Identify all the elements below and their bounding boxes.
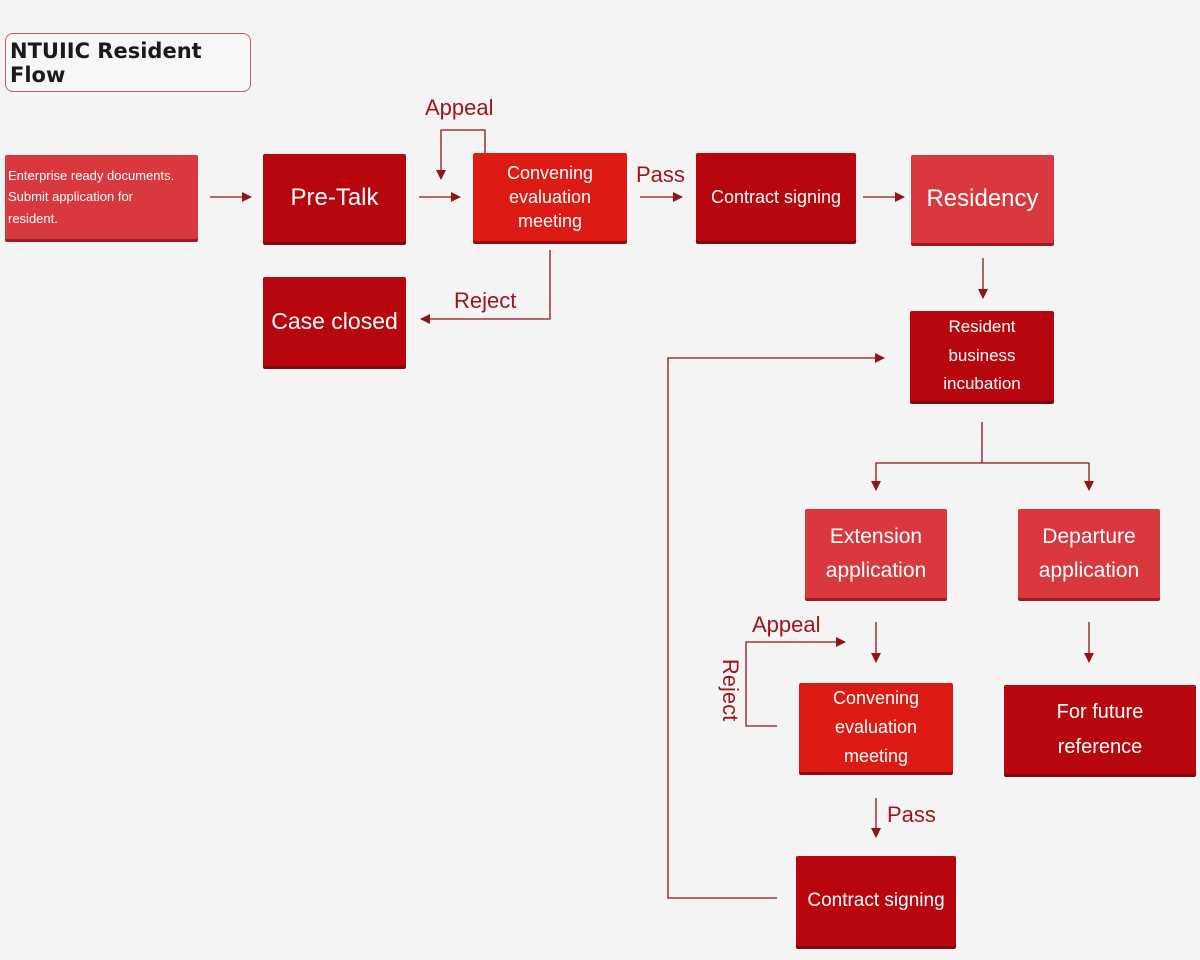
node-incubation-text: Resident business incubation [943,316,1021,394]
label-appeal-2: Appeal [752,612,821,637]
node-case-closed-text: Case closed [271,307,398,334]
arrow-incubation-branch [871,422,983,491]
arrow-contract2-to-incubation [667,353,885,899]
node-residency-text: Residency [926,184,1039,212]
node-extension-text: Extension application [825,524,927,582]
node-contract-signing-2: Contract signing [796,856,956,946]
diagram-title: NTUIIC Resident Flow [5,33,251,92]
node-extension-application: Extension application [805,509,947,598]
node-evaluation-2-text: Convening evaluation meeting [832,688,920,766]
label-pass-1: Pass [636,162,685,187]
label-pass-2: Pass [887,802,936,827]
node-future-reference-text: For future reference [1056,700,1144,758]
node-contract-signing-1: Contract signing [696,153,856,241]
node-residency: Residency [911,155,1054,243]
arrow-reject-appeal-loop-2 [745,637,846,727]
node-pre-talk: Pre-Talk [263,154,406,242]
node-contract-2-text: Contract signing [807,890,945,912]
node-evaluation-meeting-1: Convening evaluation meeting [473,153,627,241]
label-reject-2: Reject [718,658,744,722]
node-future-reference: For future reference [1004,685,1196,774]
arrow-appeal-loop-1 [436,129,486,180]
node-departure-text: Departure application [1038,524,1140,582]
node-pre-talk-text: Pre-Talk [290,183,379,211]
label-reject-1: Reject [454,288,517,313]
node-enterprise-text: Enterprise ready documents. Submit appli… [8,167,175,226]
node-departure-application: Departure application [1018,509,1160,598]
node-enterprise-documents: Enterprise ready documents. Submit appli… [5,155,198,239]
node-resident-incubation: Resident business incubation [910,311,1054,401]
node-evaluation-meeting-2: Convening evaluation meeting [799,683,953,772]
node-contract-1-text: Contract signing [710,186,842,207]
arrow-branch-to-departure [982,462,1094,491]
node-evaluation-1-text: Convening evaluation meeting [506,162,594,232]
label-appeal-1: Appeal [425,95,494,120]
node-case-closed: Case closed [263,277,406,366]
arrow-evaluation-reject-closed [420,250,551,324]
